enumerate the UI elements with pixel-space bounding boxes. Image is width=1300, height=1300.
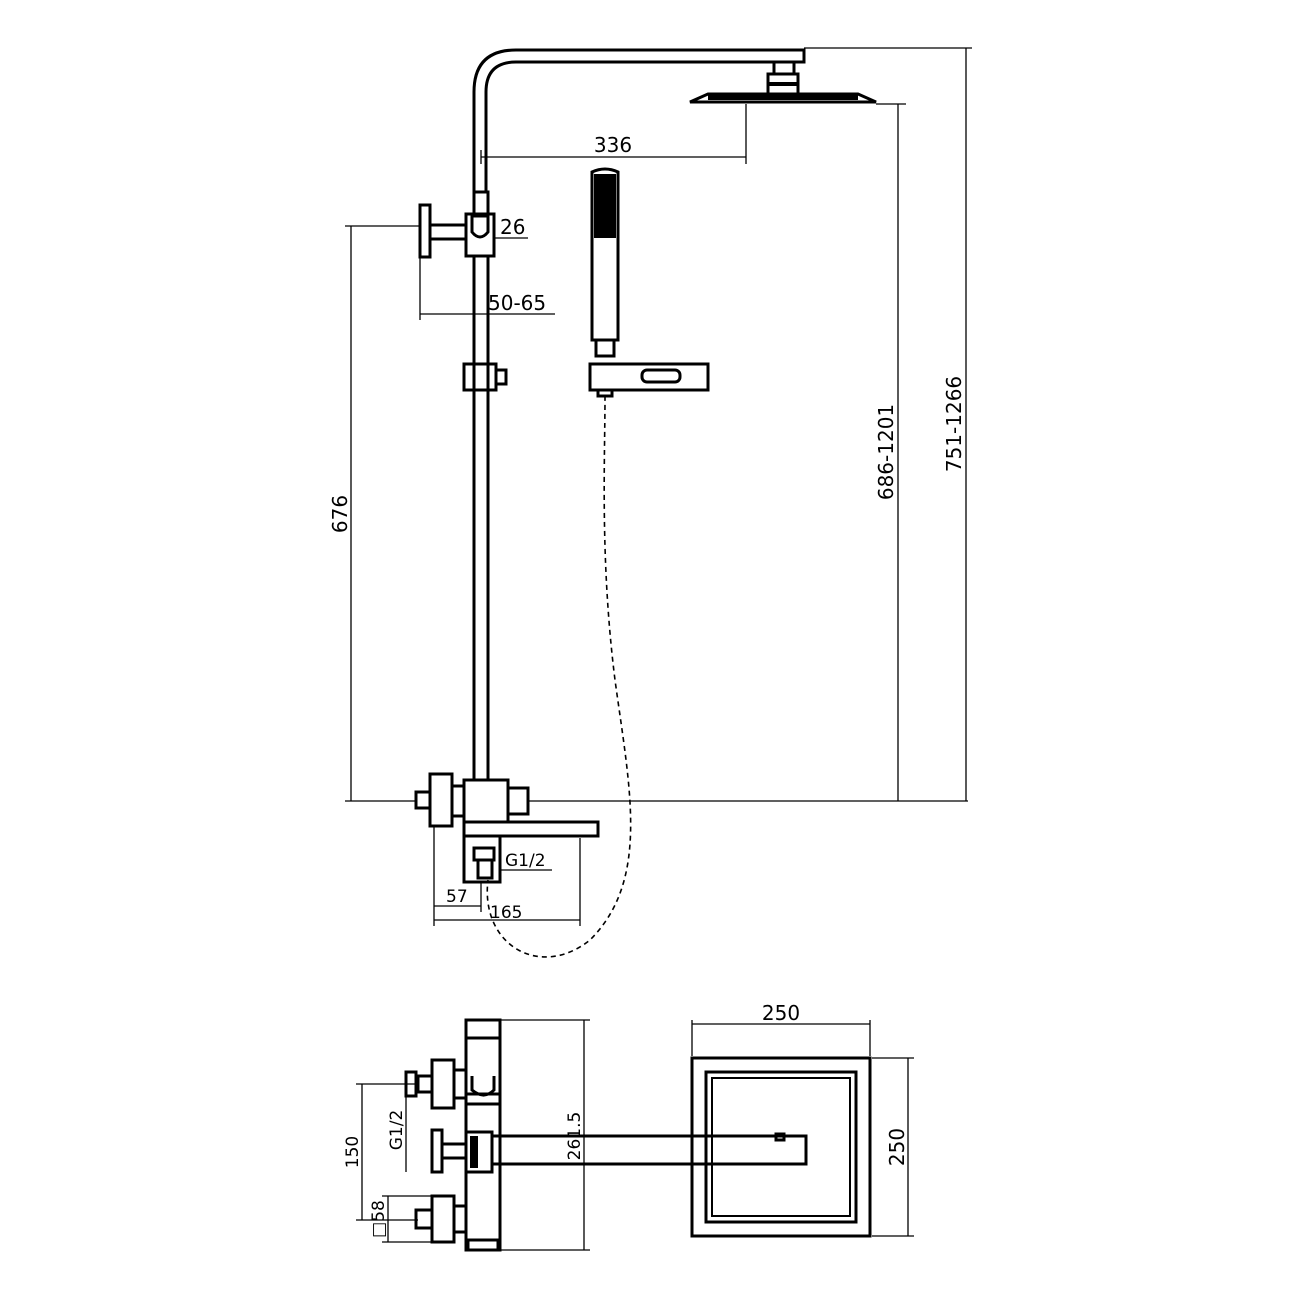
dim-head-height: 686-1201 bbox=[874, 404, 898, 500]
bath-spout bbox=[462, 820, 600, 838]
dim-plan-flange-size: □58 bbox=[369, 1200, 389, 1238]
dim-arm-reach: 336 bbox=[594, 133, 632, 157]
dim-plan-inlet-centres: 150 bbox=[343, 1136, 363, 1168]
plan-rain-head bbox=[690, 1056, 872, 1238]
dim-inlet-thread: G1/2 bbox=[505, 851, 546, 871]
dim-plan-head-width: 250 bbox=[762, 1001, 800, 1025]
dim-rail-height: 676 bbox=[328, 495, 352, 533]
wall-bracket-upper bbox=[418, 203, 432, 259]
dim-spout-reach: 165 bbox=[490, 903, 522, 923]
hand-shower-holder bbox=[464, 212, 496, 258]
dim-plan-inlet-thread: G1/2 bbox=[387, 1110, 407, 1151]
slide-clamp bbox=[462, 362, 498, 392]
hand-shower-wall-holder bbox=[588, 362, 710, 392]
plan-view: 250 250 261.5 150 G1/2 □58 bbox=[343, 1001, 914, 1252]
dim-plan-body-length: 261.5 bbox=[565, 1112, 585, 1161]
dim-total-height: 751-1266 bbox=[942, 376, 966, 472]
plan-shower-arm bbox=[490, 1134, 808, 1166]
dim-plan-head-depth: 250 bbox=[885, 1128, 909, 1166]
dim-wall-distance: 50-65 bbox=[488, 291, 546, 315]
shower-arm bbox=[472, 48, 806, 192]
mixer-valve bbox=[414, 772, 530, 828]
front-elevation: 336 26 50-65 676 686-1201 751-1266 G1/2 bbox=[328, 47, 972, 958]
flexible-hose bbox=[486, 395, 632, 958]
dim-holder-width: 26 bbox=[500, 215, 525, 239]
dim-inlet-offset: 57 bbox=[446, 887, 468, 907]
hand-shower bbox=[590, 167, 620, 358]
riser-rail bbox=[472, 254, 490, 782]
